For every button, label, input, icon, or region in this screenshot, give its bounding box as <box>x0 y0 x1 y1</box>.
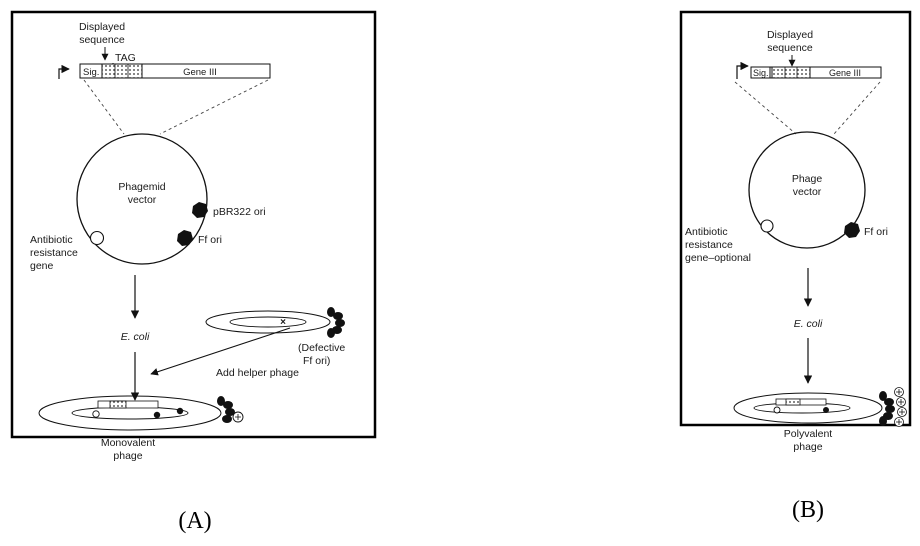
b-gene-construct: Sig. Gene III <box>750 66 882 79</box>
monovalent-phage-tip-icon <box>217 396 235 423</box>
phagemid-label-line1: Phagemid <box>118 181 165 193</box>
monovalent-phage <box>38 395 244 431</box>
polyvalent-ff-ori-marker <box>823 407 829 413</box>
pbr322-ori-label: pBR322 ori <box>213 206 266 218</box>
polyvalent-gene-construct <box>775 398 827 406</box>
b-gene-construct-box <box>750 66 882 79</box>
b-zoom-line-left <box>734 81 797 135</box>
b-ecoli-label: E. coli <box>794 318 823 330</box>
panel-a-caption: (A) <box>178 508 211 534</box>
polyvalent-antibiotic-marker <box>773 406 781 414</box>
phage-vector-label-line2: vector <box>793 186 822 198</box>
defective-ff-ori-label-line1: (Defective <box>298 342 345 354</box>
b-displayed-sequence-label-line2: sequence <box>767 42 813 54</box>
b-promoter-arrow-icon <box>736 61 749 79</box>
monovalent-phagemid-genome <box>71 406 189 420</box>
displayed-sequence-insert <box>101 63 143 79</box>
antibiotic-label-line3: gene <box>30 260 54 272</box>
b-ff-ori-marker <box>844 222 860 238</box>
polyvalent-phage-label-line1: Polyvalent <box>784 428 833 440</box>
sig-label: Sig. <box>83 67 99 78</box>
monovalent-antibiotic-marker <box>92 410 100 418</box>
b-displayed-sequence-label-line1: Displayed <box>767 29 813 41</box>
pbr322-ori-marker <box>192 202 208 218</box>
helper-phage-particle <box>205 310 331 334</box>
monovalent-ff-ori-marker <box>176 407 184 415</box>
b-antibiotic-marker <box>760 219 774 233</box>
panel-b-caption: (B) <box>792 497 824 523</box>
b-antibiotic-label-line2: resistance <box>685 239 733 251</box>
b-gene-iii-label: Gene III <box>829 68 861 78</box>
displayed-sequence-label-line1: Displayed <box>79 21 125 33</box>
helper-phage: × <box>205 307 345 338</box>
b-ff-ori-label: Ff ori <box>864 226 888 238</box>
polyvalent-phage <box>733 387 907 427</box>
antibiotic-label-line2: resistance <box>30 247 78 259</box>
polyvalent-phage-label-line2: phage <box>793 441 822 453</box>
helper-phage-genome <box>229 316 307 328</box>
helper-phage-arrow <box>150 327 291 376</box>
phage-vector-plasmid <box>748 131 866 249</box>
monovalent-phage-particle <box>38 395 222 431</box>
monovalent-gene-construct <box>97 400 159 409</box>
b-antibiotic-label-line3: gene–optional <box>685 252 751 264</box>
promoter-arrow-icon <box>58 64 70 79</box>
displayed-proteins-icon <box>894 387 907 427</box>
monovalent-ori-marker <box>153 411 161 419</box>
panel-b: Displayed sequence Sig. Gene III Phage v… <box>679 10 912 523</box>
monovalent-phage-label-line1: Monovalent <box>101 437 155 449</box>
zoom-line-left <box>83 79 125 135</box>
phage-vector-label-line1: Phage <box>792 173 823 185</box>
zoom-line-right <box>159 79 269 135</box>
b-antibiotic-label-line1: Antibiotic <box>685 226 728 238</box>
helper-phage-tip-icon <box>327 307 345 338</box>
antibiotic-marker <box>89 230 105 246</box>
gene-iii-label: Gene III <box>183 67 217 78</box>
ff-ori-marker <box>177 230 193 246</box>
phagemid-label-line2: vector <box>128 194 157 206</box>
antibiotic-label-line1: Antibiotic <box>30 234 73 246</box>
gene-construct: Sig. Gene III <box>79 63 271 79</box>
b-zoom-line-right <box>833 81 881 135</box>
polyvalent-phage-particle <box>733 392 883 424</box>
ecoli-label: E. coli <box>121 331 150 343</box>
add-helper-phage-label: Add helper phage <box>216 367 299 379</box>
defective-ori-x-icon: × <box>280 317 286 328</box>
defective-ff-ori-label-line2: Ff ori) <box>303 355 330 367</box>
panel-b-frame <box>679 10 912 427</box>
b-displayed-sequence-insert <box>771 66 811 79</box>
panel-a-frame <box>10 10 377 439</box>
polyvalent-phage-tip-icon <box>879 391 895 426</box>
monovalent-phage-label-line2: phage <box>113 450 142 462</box>
ff-ori-label: Ff ori <box>198 234 222 246</box>
phagemid-plasmid <box>76 133 208 265</box>
tag-label: TAG <box>115 52 136 64</box>
b-sig-label: Sig. <box>753 68 769 78</box>
panel-a: Displayed sequence TAG Sig. Gene III Pha… <box>10 10 377 534</box>
displayed-sequence-label-line2: sequence <box>79 34 125 46</box>
